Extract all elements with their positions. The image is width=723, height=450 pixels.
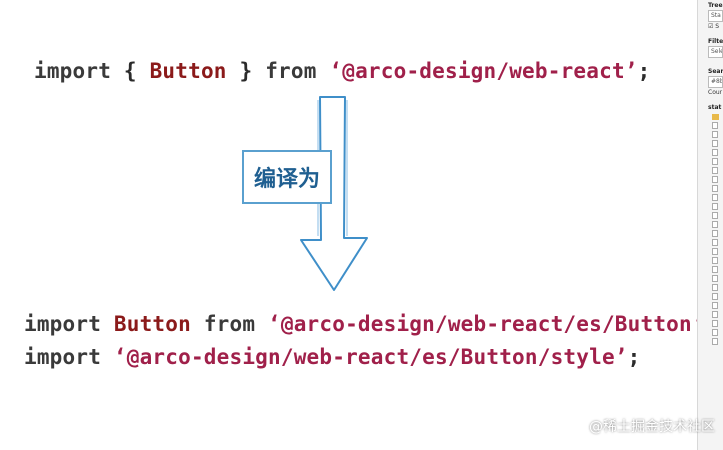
file-row[interactable]: [712, 139, 723, 148]
file-icon: [712, 194, 718, 201]
semicolon: ;: [627, 345, 641, 369]
identifier-button: Button: [113, 312, 191, 336]
file-icon: [712, 158, 718, 165]
tree-checkbox[interactable]: ☑ S: [708, 23, 720, 30]
keyword-import: import: [24, 312, 102, 336]
file-row[interactable]: [712, 229, 723, 238]
keyword-import: import: [24, 345, 102, 369]
compile-to-text: 编译为: [253, 167, 320, 192]
module-string: ‘@arco-design/web-react’: [329, 59, 638, 83]
tree-heading: Tree: [708, 2, 723, 9]
file-icon: [712, 329, 718, 336]
file-icon: [712, 131, 718, 138]
file-icon: [712, 185, 718, 192]
file-row[interactable]: [712, 238, 723, 247]
filter-heading: Filte: [708, 38, 723, 45]
file-row[interactable]: [712, 256, 723, 265]
file-icon: [712, 221, 718, 228]
file-icon: [712, 338, 718, 345]
file-icon: [712, 257, 718, 264]
file-row[interactable]: [712, 220, 723, 229]
file-row[interactable]: [712, 121, 723, 130]
file-icon: [712, 230, 718, 237]
file-row[interactable]: [712, 301, 723, 310]
stats-heading: stat: [708, 104, 722, 111]
code-before-line: import { Button } from ‘@arco-design/web…: [34, 59, 650, 83]
count-label: Cour: [708, 89, 723, 96]
module-string: ‘@arco-design/web-react/es/Button’: [268, 312, 705, 336]
file-icon: [712, 311, 718, 318]
file-row[interactable]: [712, 328, 723, 337]
tree-select[interactable]: Sta: [708, 10, 723, 22]
search-input[interactable]: #8b: [708, 76, 723, 88]
style-module-string: ‘@arco-design/web-react/es/Button/style’: [113, 345, 628, 369]
keyword-from: from: [203, 312, 256, 336]
compile-to-label: 编译为: [238, 150, 332, 208]
identifier-button: Button: [149, 59, 227, 83]
semicolon: ;: [637, 59, 651, 83]
file-row[interactable]: [712, 202, 723, 211]
file-row[interactable]: [712, 193, 723, 202]
file-icon: [712, 284, 718, 291]
tree-checkbox-label: S: [715, 23, 720, 30]
code-after-line-2: import ‘@arco-design/web-react/es/Button…: [24, 345, 640, 369]
file-icon: [712, 248, 718, 255]
file-icon: [712, 140, 718, 147]
file-icon: [712, 302, 718, 309]
file-icon: [712, 212, 718, 219]
file-icon: [712, 293, 718, 300]
file-row[interactable]: [712, 274, 723, 283]
folder-icon: [712, 113, 719, 120]
file-icon: [712, 239, 718, 246]
file-icon: [712, 167, 718, 174]
file-icon: [712, 149, 718, 156]
file-icon: [712, 275, 718, 282]
file-row[interactable]: [712, 265, 723, 274]
file-row[interactable]: [712, 166, 723, 175]
brace-open: {: [123, 59, 137, 83]
keyword-from: from: [265, 59, 317, 83]
file-icon: [712, 320, 718, 327]
watermark: @稀土掘金技术社区: [589, 419, 715, 435]
file-icon: [712, 176, 718, 183]
file-row[interactable]: [712, 211, 723, 220]
file-icon: [712, 203, 718, 210]
keyword-import: import: [34, 59, 112, 83]
file-row[interactable]: [712, 283, 723, 292]
file-row[interactable]: [712, 337, 723, 346]
file-icon: [712, 122, 718, 129]
filter-select[interactable]: Sele: [708, 46, 723, 58]
code-after-line-1: import Button from ‘@arco-design/web-rea…: [24, 312, 718, 336]
file-icon: [712, 266, 718, 273]
file-row[interactable]: [712, 130, 723, 139]
folder-row[interactable]: [712, 112, 723, 121]
file-row[interactable]: [712, 157, 723, 166]
file-row[interactable]: [712, 247, 723, 256]
search-heading: Sear: [708, 68, 723, 75]
side-panel: Tree Sta ☑ S Filte Sele Sear #8b Cour st…: [697, 0, 723, 450]
file-row[interactable]: [712, 292, 723, 301]
file-row[interactable]: [712, 184, 723, 193]
file-row[interactable]: [712, 319, 723, 328]
file-row[interactable]: [712, 148, 723, 157]
brace-close: }: [239, 59, 253, 83]
file-row[interactable]: [712, 310, 723, 319]
file-row[interactable]: [712, 175, 723, 184]
